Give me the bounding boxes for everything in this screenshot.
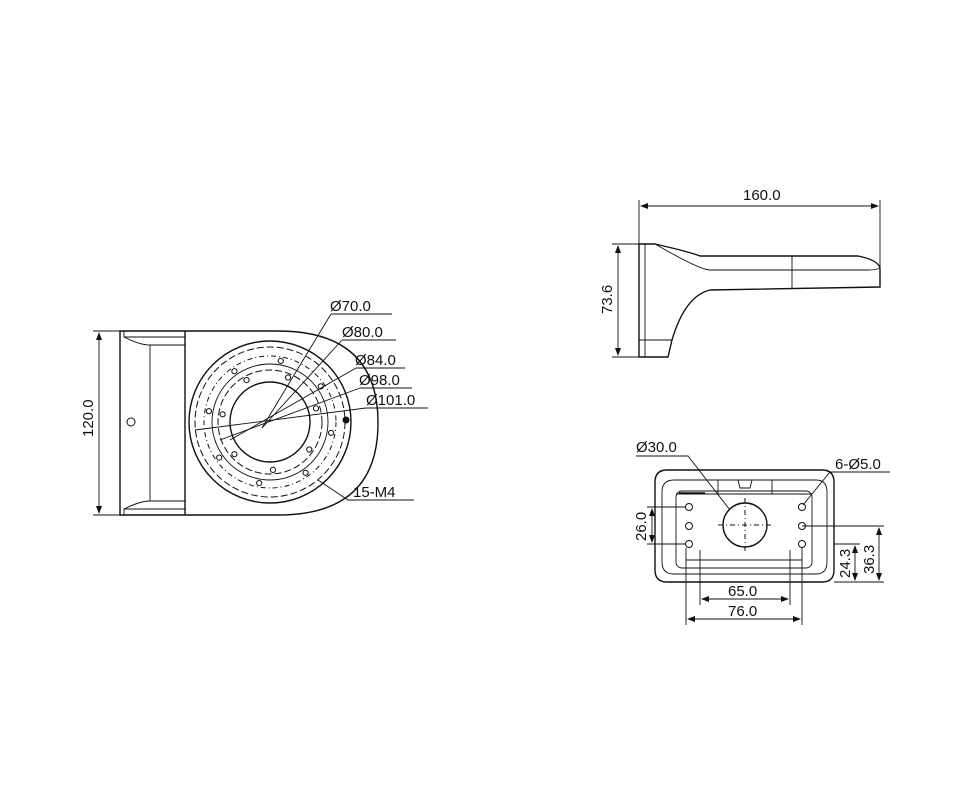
m4-hole-group <box>205 357 335 487</box>
leader-m4 <box>317 479 414 501</box>
back-plate-outline <box>654 469 835 583</box>
dim-back-65: 65.0 <box>728 583 757 600</box>
m4-hole-icon <box>285 374 292 381</box>
dim-side-length: 160.0 <box>743 187 781 204</box>
dim-front-height: 120.0 <box>80 399 97 437</box>
m4-hole-icon <box>231 368 238 375</box>
front-sensor-icon <box>342 416 350 424</box>
ring-98 <box>203 355 337 489</box>
m4-hole-icon <box>328 429 335 436</box>
mount-hole-icon <box>798 503 806 511</box>
leader-98 <box>219 387 361 441</box>
front-bottom-rim <box>123 500 185 515</box>
dim-thread-m4: 15-M4 <box>353 484 396 501</box>
dim-back-26: 26.0 <box>633 512 650 541</box>
dim-diameter-84: Ø84.0 <box>355 352 396 369</box>
dim-cable-hole: Ø30.0 <box>636 439 677 456</box>
back-view: Ø30.0 6-Ø5.0 26.0 65.0 76.0 24.3 36.3 <box>633 439 890 625</box>
side-top-fillet <box>654 243 881 271</box>
dim-diameter-98: Ø98.0 <box>359 372 400 389</box>
ring-80 <box>217 369 323 475</box>
leader-101 <box>194 407 367 431</box>
front-top-rim <box>123 331 185 346</box>
m4-hole-icon <box>277 357 284 364</box>
back-recess <box>675 490 813 569</box>
mount-hole-icon <box>685 503 693 511</box>
front-view: Ø70.0 Ø80.0 Ø84.0 Ø98.0 Ø101.0 15-M4 120… <box>80 298 428 516</box>
mount-hole-icon <box>685 540 693 548</box>
dim-diameter-101: Ø101.0 <box>366 392 415 409</box>
side-view: 160.0 73.6 <box>599 187 881 358</box>
side-body-outline <box>638 243 881 358</box>
leader-84 <box>229 367 357 441</box>
m4-hole-icon <box>219 411 226 418</box>
dim-back-243: 24.3 <box>837 549 854 578</box>
back-top-notch <box>717 479 773 494</box>
dim-diameter-70: Ø70.0 <box>330 298 371 315</box>
dim-back-76: 76.0 <box>728 603 757 620</box>
m4-hole-icon <box>231 451 238 458</box>
dim-side-height: 73.6 <box>599 285 616 314</box>
m4-hole-icon <box>312 405 320 412</box>
leader-70 <box>261 313 332 429</box>
m4-hole-icon <box>216 454 223 461</box>
leader-80 <box>261 339 343 429</box>
m4-hole-icon <box>306 446 313 453</box>
m4-hole-icon <box>269 466 277 473</box>
mount-hole-icon <box>685 522 693 530</box>
front-wall-screw-icon <box>126 417 136 427</box>
dim-diameter-80: Ø80.0 <box>342 324 383 341</box>
ring-70-bore <box>229 381 311 463</box>
m4-hole-icon <box>243 377 250 384</box>
mount-hole-icon <box>798 540 806 548</box>
dim-back-363: 36.3 <box>861 545 878 574</box>
front-body-outline <box>119 330 379 516</box>
m4-hole-icon <box>256 480 263 487</box>
m4-hole-icon <box>205 408 212 415</box>
dim-mount-holes: 6-Ø5.0 <box>835 456 881 473</box>
ring-outer <box>188 340 352 504</box>
back-plate-inner <box>661 479 828 575</box>
leader-mount-holes <box>802 471 890 506</box>
leader-cable-hole <box>636 455 731 511</box>
ring-84 <box>211 363 329 481</box>
m4-hole-icon <box>302 469 309 476</box>
